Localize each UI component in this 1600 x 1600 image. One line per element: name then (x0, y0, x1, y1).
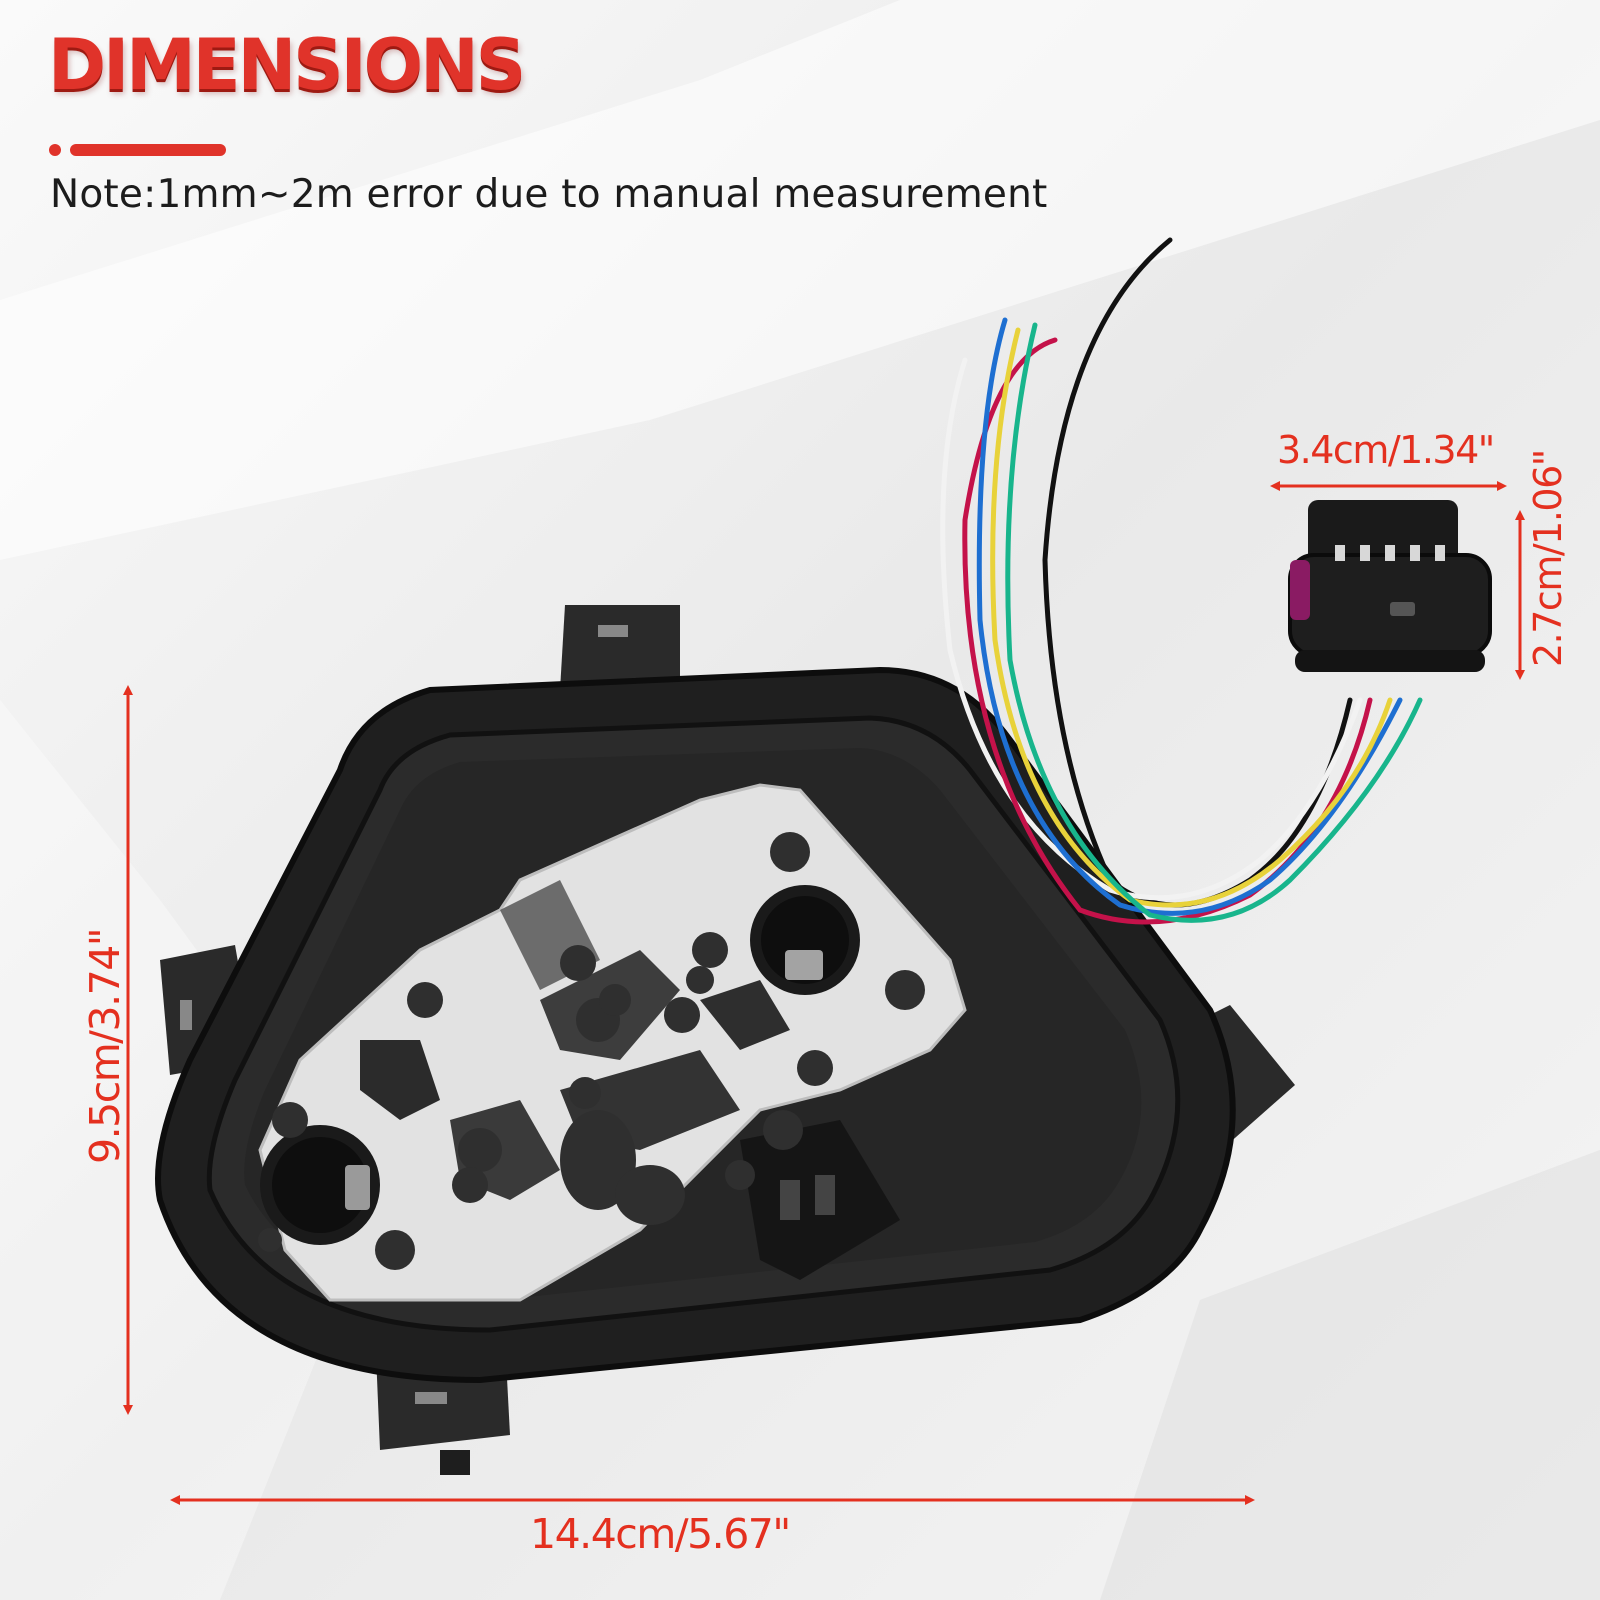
mounting-clip-top (560, 605, 680, 690)
title-underline (49, 144, 226, 156)
measurement-note: Note:1mm~2m error due to manual measurem… (50, 172, 1048, 217)
housing-connector (740, 1120, 900, 1280)
bulb-socket-right (750, 885, 860, 995)
bulb-socket-left (260, 1125, 380, 1245)
wire-connector-plug (1288, 500, 1492, 672)
connector-height-label: 2.7cm/1.06" (1526, 450, 1570, 667)
width-dimension-label: 14.4cm/5.67" (530, 1510, 791, 1558)
height-dimension-label: 9.5cm/3.74" (81, 928, 129, 1164)
page-title: DIMENSIONS (48, 24, 526, 106)
connector-width-label: 3.4cm/1.34" (1277, 428, 1495, 472)
solder-points (258, 832, 925, 1270)
